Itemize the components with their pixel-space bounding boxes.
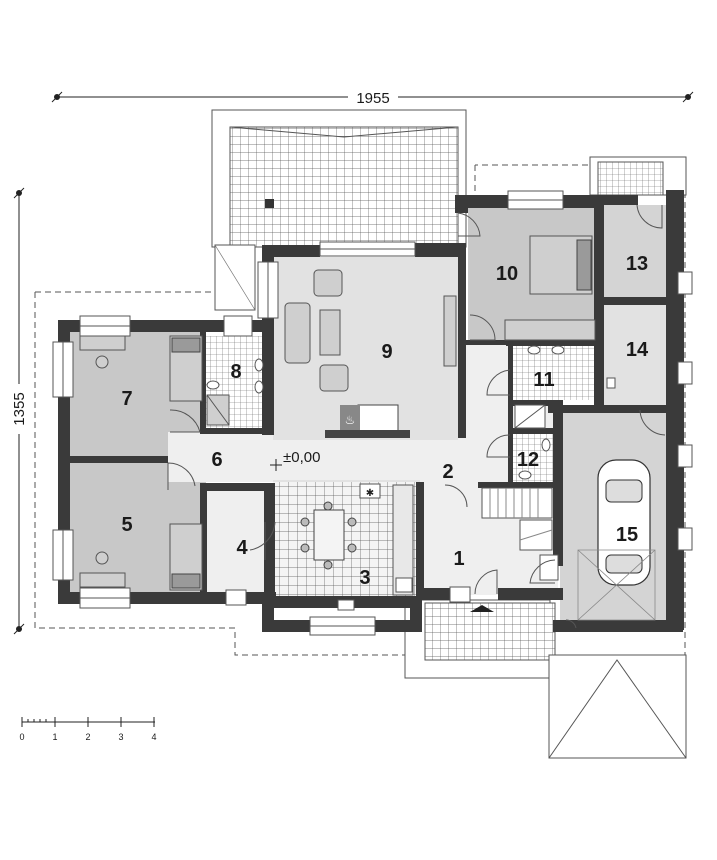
room-label-2: 2 [442, 461, 453, 483]
room-label-4: 4 [236, 537, 248, 559]
room-label-12: 12 [517, 449, 539, 471]
scale-tick-0: 0 [19, 732, 24, 742]
level-marker-label: ±0,00 [283, 449, 320, 466]
chimney-box [214, 244, 256, 311]
room-label-8: 8 [230, 361, 241, 383]
doors [167, 204, 666, 629]
room-label-3: 3 [359, 567, 370, 589]
room-label-9: 9 [381, 341, 392, 363]
room-label-5: 5 [121, 514, 132, 536]
room-label-14: 14 [626, 339, 649, 361]
room-label-6: 6 [211, 449, 222, 471]
scale-tick-3: 3 [118, 732, 123, 742]
car-icon [597, 459, 651, 586]
tiled-floors [206, 336, 597, 597]
room-label-10: 10 [496, 263, 518, 285]
svg-text:✱: ✱ [366, 488, 374, 499]
room-labels: 1 2 3 4 5 6 7 8 9 10 11 12 13 14 15 [121, 253, 649, 589]
room-label-11: 11 [533, 369, 554, 391]
height-dimension-label: 1355 [11, 392, 28, 425]
room-label-15: 15 [616, 524, 638, 546]
room-label-1: 1 [453, 548, 464, 570]
windows [52, 190, 693, 636]
width-dimension: 1955 [51, 89, 694, 107]
scale-tick-4: 4 [151, 732, 156, 742]
terrace-entrance [404, 599, 556, 679]
scale-bar: 0 1 2 3 4 [19, 717, 157, 742]
furniture: ♨ ✱ [79, 235, 656, 621]
room-label-7: 7 [121, 388, 132, 410]
carport [548, 654, 687, 759]
height-dimension: 1355 [10, 187, 28, 635]
room-label-13: 13 [626, 253, 648, 275]
level-marker: ±0,00 [270, 449, 320, 471]
scale-tick-2: 2 [85, 732, 90, 742]
scale-tick-1: 1 [52, 732, 57, 742]
svg-text:♨: ♨ [345, 413, 356, 427]
terrace-top [211, 109, 467, 248]
terrace-right-top [589, 156, 687, 196]
width-dimension-label: 1955 [356, 90, 389, 107]
